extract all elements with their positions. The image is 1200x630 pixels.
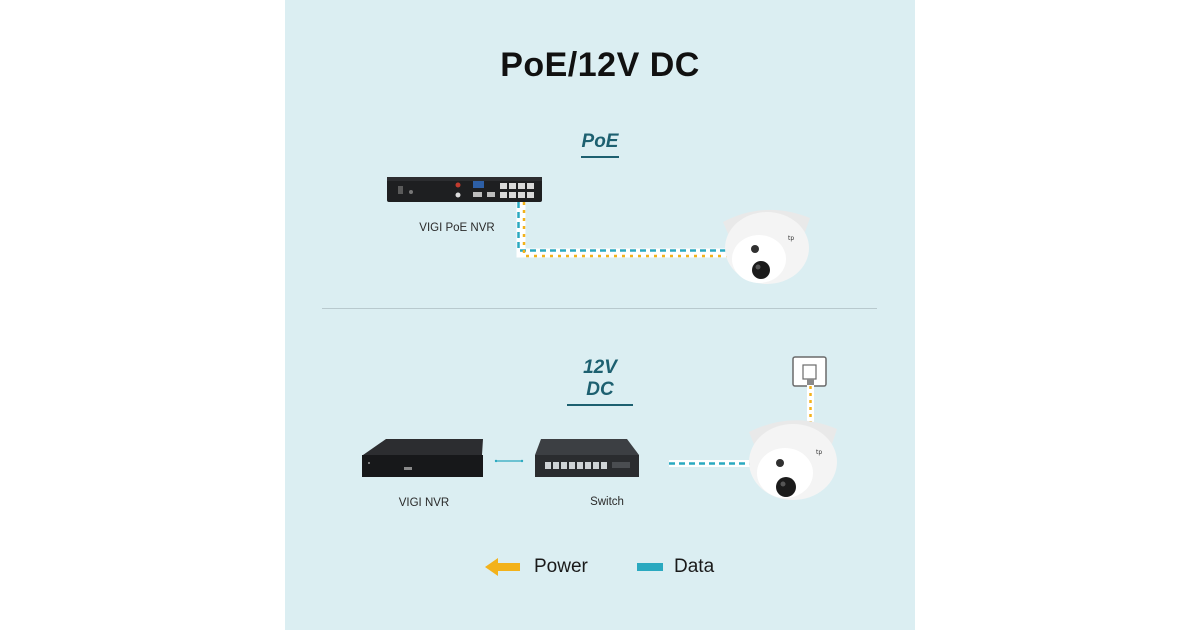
poe-nvr-device bbox=[387, 177, 542, 202]
power-legend-icon bbox=[485, 558, 520, 576]
dc-section-label-text: 12V DC bbox=[583, 357, 617, 400]
svg-text:tp: tp bbox=[788, 235, 794, 242]
poe-section-label-text: PoE bbox=[581, 131, 619, 152]
switch-label: Switch bbox=[590, 496, 624, 508]
vigi-nvr-label: VIGI NVR bbox=[398, 497, 450, 509]
diagram-artwork: tp bbox=[362, 177, 837, 576]
vigi-nvr-device bbox=[362, 439, 483, 477]
dc-data-cable bbox=[669, 460, 761, 467]
poe-switch-device bbox=[535, 439, 639, 477]
poe-turret-camera: tp bbox=[723, 209, 810, 284]
power-adapter bbox=[792, 356, 827, 387]
dc-power-cable bbox=[807, 385, 814, 427]
data-legend-icon bbox=[637, 563, 663, 571]
dc-turret-camera: tp bbox=[749, 420, 837, 500]
section-divider bbox=[322, 308, 877, 309]
nvr-switch-link bbox=[494, 459, 524, 463]
poe-cable bbox=[516, 202, 730, 258]
diagram-panel: PoE/12V DC PoE 12V DC bbox=[285, 0, 915, 630]
poe-nvr-label: VIGI PoE NVR bbox=[419, 222, 495, 234]
svg-text:tp: tp bbox=[816, 449, 822, 456]
poe-section-label: PoE bbox=[581, 131, 619, 158]
poe-label-underline bbox=[581, 156, 619, 158]
data-legend-label: Data bbox=[674, 556, 715, 577]
dc-label-underline bbox=[567, 404, 633, 406]
dc-section-label: 12V DC bbox=[567, 357, 633, 406]
diagram-title: PoE/12V DC bbox=[500, 46, 700, 84]
power-legend-label: Power bbox=[534, 556, 588, 577]
